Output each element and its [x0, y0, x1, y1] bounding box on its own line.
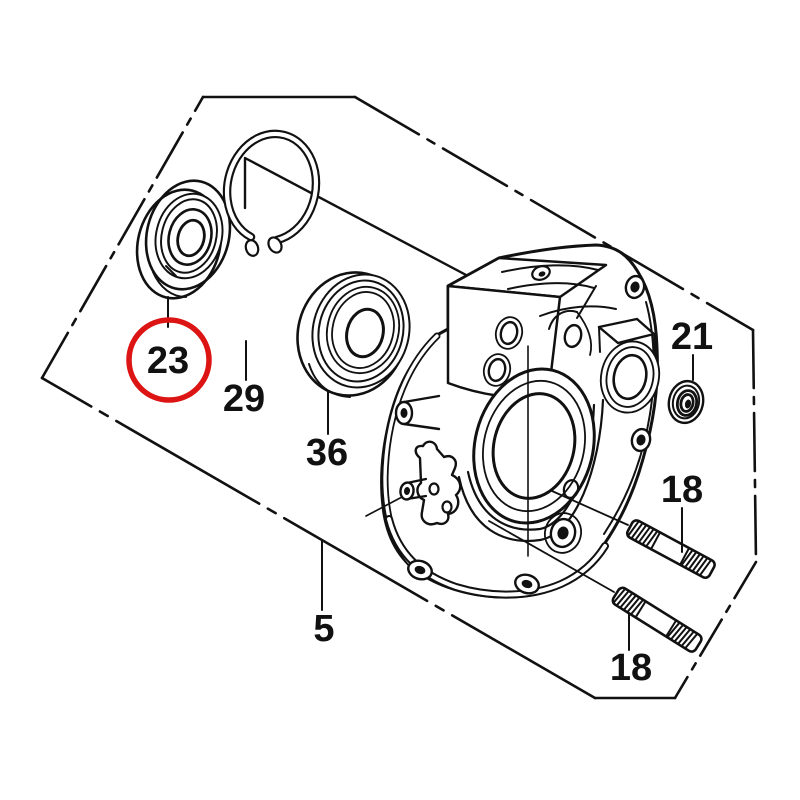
callout-label-29: 29: [222, 378, 266, 420]
assembly-boundary-frame: [40, 95, 758, 700]
subgroup-bracket-line: [243, 156, 470, 278]
callout-label-18-lower: 18: [609, 647, 653, 689]
highlight-circle: [126, 317, 212, 403]
callout-label-36: 36: [305, 432, 349, 474]
stud-18-upper-drawing: [551, 490, 716, 579]
callout-label-5: 5: [313, 608, 335, 650]
ball-bearing-36-drawing: [296, 271, 411, 398]
stud-18-lower-drawing: [488, 520, 703, 653]
snap-ring-29-drawing: [222, 129, 321, 257]
callout-label-21: 21: [670, 316, 714, 358]
oil-seal-23-drawing: [135, 179, 232, 300]
callout-label-23: 23: [146, 340, 190, 382]
oil-seal-21-drawing: [667, 379, 705, 425]
crankcase-cover-5-drawing: [365, 243, 661, 599]
callout-label-18-upper: 18: [660, 469, 704, 511]
